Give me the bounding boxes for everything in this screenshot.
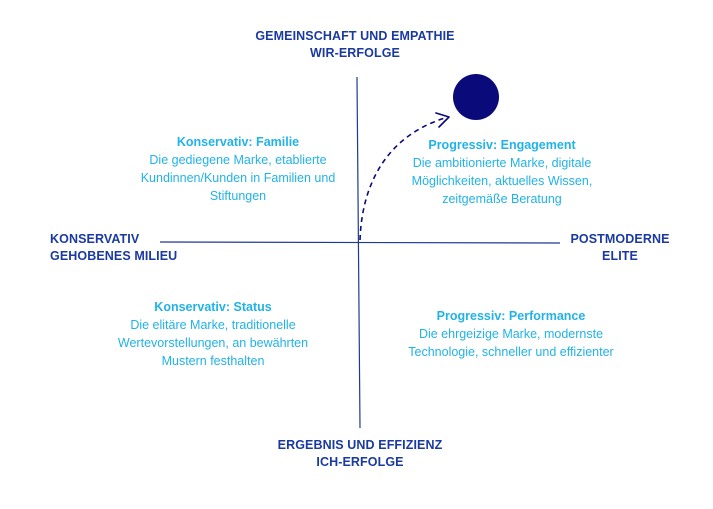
quadrant-top-left: Konservativ: Familie Die gediegene Marke…: [118, 133, 358, 205]
quadrant-text-line: zeitgemäße Beratung: [442, 192, 562, 206]
quadrant-title: Konservativ: Familie: [176, 135, 300, 149]
vertical-axis: [356, 76, 361, 429]
quadrant-text-line: Stiftungen: [209, 189, 267, 203]
bottom-axis-label-line2: ICH-ERFOLGE: [316, 455, 404, 469]
quadrant-top-right: Progressiv: Engagement Die ambitionierte…: [382, 136, 622, 208]
horizontal-axis: [159, 241, 561, 244]
left-axis-label: KONSERVATIV GEHOBENES MILIEU: [50, 231, 200, 265]
right-axis-label: POSTMODERNE ELITE: [560, 231, 680, 265]
top-axis-label: GEMEINSCHAFT UND EMPATHIE WIR-ERFOLGE: [230, 28, 480, 62]
target-dot-icon: [453, 74, 499, 120]
right-axis-label-line1: POSTMODERNE: [570, 232, 670, 246]
quadrant-text-line: Die ambitionierte Marke, digitale: [412, 156, 592, 170]
right-axis-label-line2: ELITE: [602, 249, 638, 263]
arrowhead-icon: [435, 112, 450, 128]
quadrant-title: Konservativ: Status: [154, 300, 272, 314]
quadrant-title: Progressiv: Performance: [436, 309, 586, 323]
quadrant-text-line: Die elitäre Marke, traditionelle: [130, 318, 296, 332]
quadrant-text-line: Technologie, schneller und effizienter: [408, 345, 614, 359]
quadrant-text-line: Die ehrgeizige Marke, modernste: [418, 327, 604, 341]
top-axis-label-line1: GEMEINSCHAFT UND EMPATHIE: [255, 29, 455, 43]
top-axis-label-line2: WIR-ERFOLGE: [310, 46, 400, 60]
quadrant-bottom-left: Konservativ: Status Die elitäre Marke, t…: [93, 298, 333, 370]
quadrant-text-line: Wertevorstellungen, an bewährten: [117, 336, 309, 350]
bottom-axis-label-line1: ERGEBNIS UND EFFIZIENZ: [277, 438, 443, 452]
quadrant-title: Progressiv: Engagement: [428, 138, 576, 152]
quadrant-text-line: Möglichkeiten, aktuelles Wissen,: [411, 174, 593, 188]
quadrant-text-line: Die gediegene Marke, etablierte: [149, 153, 327, 167]
quadrant-text-line: Kundinnen/Kunden in Familien und: [140, 171, 336, 185]
left-axis-label-line1: KONSERVATIV: [50, 232, 140, 246]
bottom-axis-label: ERGEBNIS UND EFFIZIENZ ICH-ERFOLGE: [255, 437, 465, 471]
left-axis-label-line2: GEHOBENES MILIEU: [50, 249, 178, 263]
quadrant-bottom-right: Progressiv: Performance Die ehrgeizige M…: [386, 307, 636, 361]
dashed-curved-arrow-icon: [359, 117, 446, 241]
quadrant-text-line: Mustern festhalten: [161, 354, 265, 368]
